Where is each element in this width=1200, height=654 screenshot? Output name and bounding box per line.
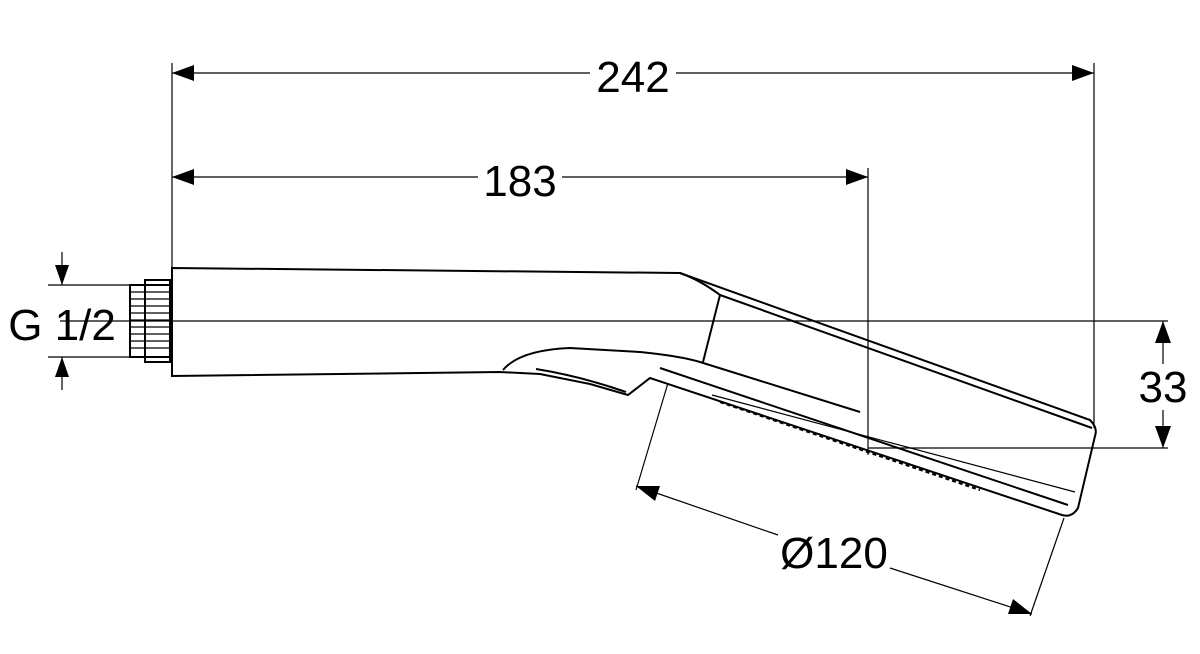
- dimension-thread: G 1/2: [8, 252, 116, 390]
- overall-length-label: 242: [596, 53, 669, 102]
- extension-lines: [48, 63, 1168, 617]
- handle-length-label: 183: [483, 157, 556, 206]
- dimension-head-diameter: Ø120: [635, 485, 1033, 615]
- dimension-head-height: 33: [1139, 321, 1188, 448]
- head-diameter-label: Ø120: [780, 529, 888, 578]
- dimension-handle-length: 183: [172, 157, 868, 206]
- thread-label: G 1/2: [8, 301, 116, 350]
- head-height-label: 33: [1139, 363, 1188, 412]
- thread-connector: [129, 279, 171, 363]
- dimension-overall-length: 242: [172, 53, 1094, 102]
- hand-shower-outline: [171, 266, 1097, 517]
